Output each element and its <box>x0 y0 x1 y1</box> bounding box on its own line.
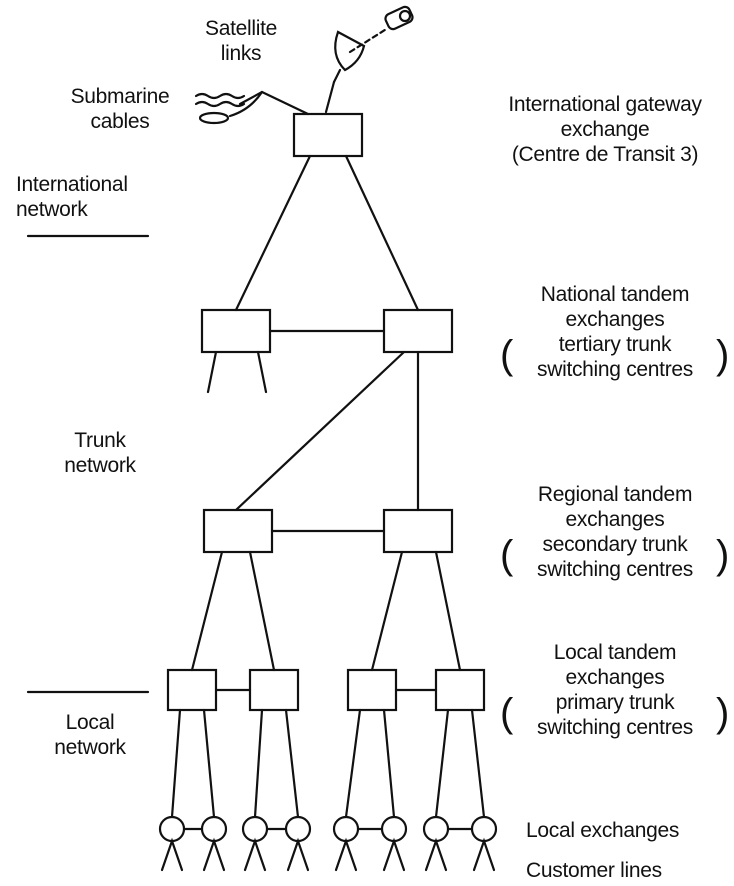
satellite-links-label: Satellite links <box>204 17 277 65</box>
regional-tandem-box-right <box>382 508 454 554</box>
local-exchange-node <box>241 815 269 843</box>
close-paren: ) <box>716 333 730 377</box>
local-exchange-node <box>158 815 186 843</box>
local-tandem-box-2 <box>248 668 300 712</box>
open-paren: ( <box>500 691 514 735</box>
local-exchange-node <box>380 815 408 843</box>
regional-tandem-box-left <box>202 508 274 554</box>
satellite-dish-icon <box>324 26 390 114</box>
submarine-cables-label: Submarine cables <box>70 85 170 133</box>
local-tandem-label: Local tandem exchanges primary trunk swi… <box>537 641 693 739</box>
local-exchanges-label: Local exchanges <box>526 819 680 842</box>
local-exchange-node <box>284 815 312 843</box>
satellite-icon <box>384 5 414 31</box>
gateway-exchange-box <box>292 112 364 158</box>
local-exchange-node <box>200 815 228 843</box>
local-exchange-node <box>470 815 498 843</box>
close-paren: ) <box>716 533 730 577</box>
local-tandem-box-4 <box>434 668 486 712</box>
national-tandem-box-right <box>382 308 454 354</box>
open-paren: ( <box>500 333 514 377</box>
customer-lines-label: Customer lines <box>526 859 662 882</box>
submarine-cable-icon <box>194 90 310 125</box>
local-tandem-box-3 <box>346 668 398 712</box>
close-paren: ) <box>716 691 730 735</box>
trunk-network-label: Trunk network <box>64 429 136 477</box>
local-network-label: Local network <box>54 711 126 759</box>
national-tandem-label: National tandem exchanges tertiary trunk… <box>537 283 693 381</box>
regional-tandem-label: Regional tandem exchanges secondary trun… <box>537 483 693 581</box>
national-tandem-box-left <box>200 308 272 354</box>
open-paren: ( <box>500 533 514 577</box>
local-exchange-node <box>332 815 360 843</box>
local-exchange-node <box>422 815 450 843</box>
customer-lines <box>160 837 496 872</box>
local-tandem-box-1 <box>166 668 218 712</box>
international-network-label: International network <box>16 173 128 221</box>
gateway-exchange-label: International gateway exchange (Centre d… <box>508 93 702 166</box>
local-exchanges <box>158 815 498 843</box>
